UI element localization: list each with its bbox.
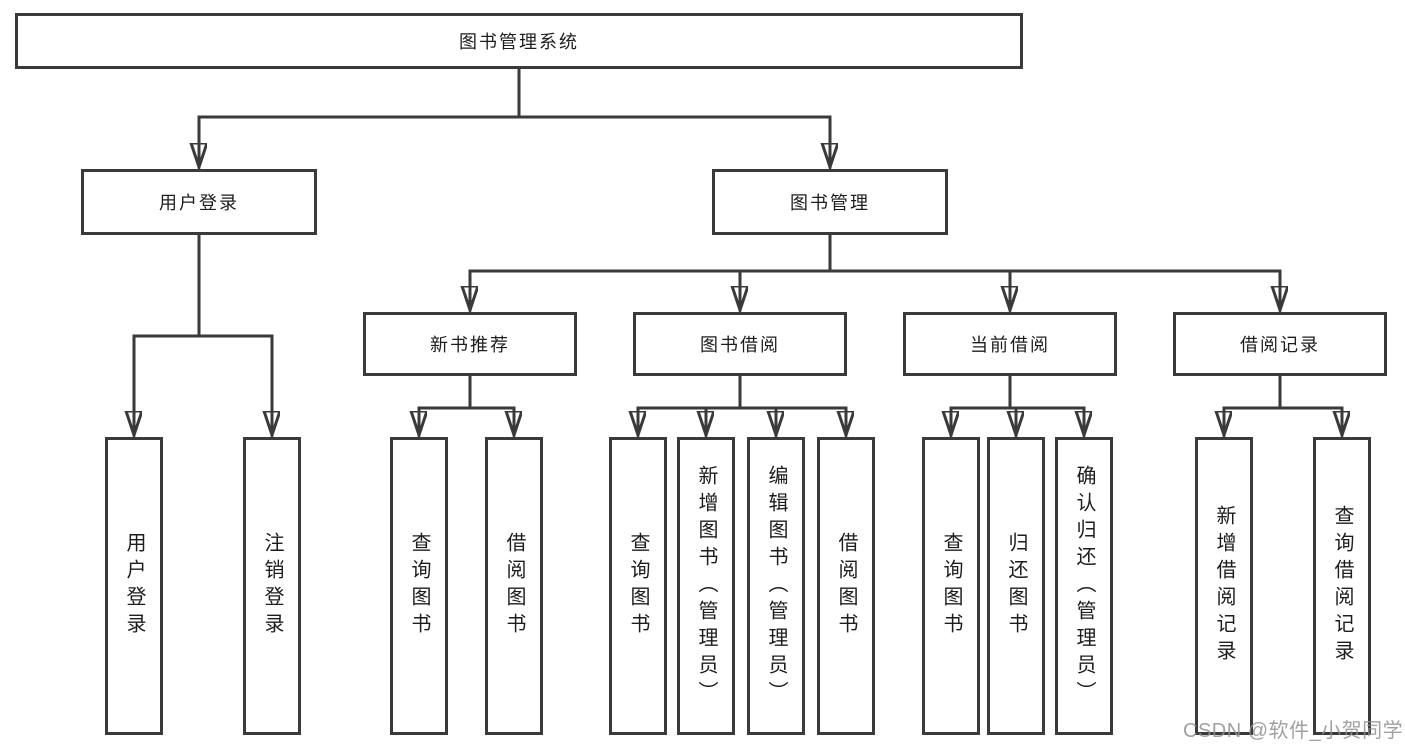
leaf-user-login: 用户登录 xyxy=(105,437,163,735)
node-new-book-recommend: 新书推荐 xyxy=(363,312,577,376)
leaf-add-book-admin: 新增图书（管理员） xyxy=(677,437,735,735)
node-book-management-system: 图书管理系统 xyxy=(15,13,1023,69)
leaf-edit-book-admin: 编辑图书（管理员） xyxy=(747,437,805,735)
leaf-query-borrow-record: 查询借阅记录 xyxy=(1313,437,1371,735)
leaf-query-books-recommend: 查询图书 xyxy=(390,437,448,735)
node-book-management: 图书管理 xyxy=(712,169,948,235)
leaf-return-book: 归还图书 xyxy=(987,437,1045,735)
connector-new-book-recommend-children xyxy=(419,374,514,435)
connector-current-borrow-children xyxy=(951,374,1084,435)
node-current-borrow: 当前借阅 xyxy=(903,312,1117,376)
csdn-watermark: CSDN @软件_小贺同学 xyxy=(1183,720,1404,742)
leaf-logout: 注销登录 xyxy=(243,437,301,735)
connector-borrow-records-children xyxy=(1224,374,1342,435)
node-borrow-records: 借阅记录 xyxy=(1173,312,1387,376)
leaf-query-books-borrow: 查询图书 xyxy=(609,437,667,735)
leaf-query-books-current: 查询图书 xyxy=(922,437,980,735)
node-book-borrow: 图书借阅 xyxy=(633,312,847,376)
leaf-add-borrow-record: 新增借阅记录 xyxy=(1195,437,1253,735)
connector-book-borrow-children xyxy=(638,374,846,435)
leaf-confirm-return-admin: 确认归还（管理员） xyxy=(1055,437,1113,735)
connector-root-to-level2 xyxy=(199,67,830,167)
connector-book-management-children xyxy=(470,233,1280,310)
leaf-borrow-books: 借阅图书 xyxy=(817,437,875,735)
connector-user-login-children xyxy=(134,233,272,435)
leaf-borrow-books-recommend: 借阅图书 xyxy=(485,437,543,735)
node-user-login: 用户登录 xyxy=(81,169,317,235)
